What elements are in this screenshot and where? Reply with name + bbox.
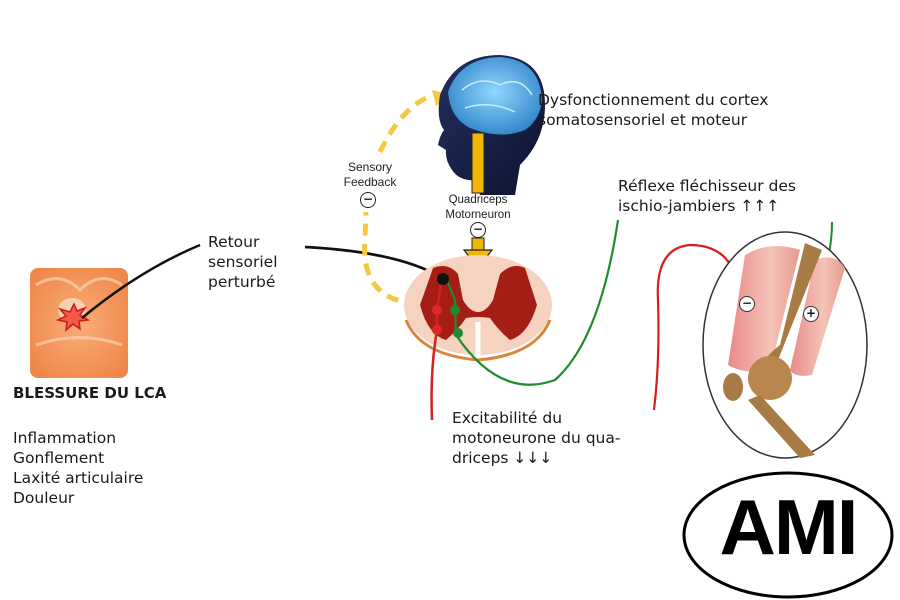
symptom-item: Douleur <box>13 489 75 507</box>
hamstring-reflex-label: Réflexe fléchisseur des ischio-jambiers … <box>618 177 797 215</box>
sensory-return-label: Retour sensoriel perturbé <box>208 233 278 291</box>
head-brain-image <box>438 55 545 195</box>
motor-pathway-bar <box>471 132 485 194</box>
injury-burst-icon <box>55 302 91 332</box>
knee-injury-image <box>30 268 128 378</box>
spinal-cord-image <box>404 255 552 362</box>
symptom-item: Inflammation <box>13 429 117 447</box>
ami-logo: AMI <box>683 470 893 600</box>
cortex-label: Dysfonctionnement du cortex somatosensor… <box>538 91 769 129</box>
symptom-item: Laxité articulaire <box>13 469 144 487</box>
sensory-afferent-line <box>81 243 201 319</box>
ami-oval <box>682 471 894 599</box>
sensory-feedback-arrow <box>362 211 419 307</box>
symptom-list: Inflammation Gonflement Laxité articulai… <box>13 428 143 508</box>
quadriceps-inhibitory-path <box>652 243 740 411</box>
knee-leg-image <box>702 231 868 459</box>
quadriceps-minus-icon: − <box>739 296 755 312</box>
sensory-feedback-arrow-top <box>377 94 430 154</box>
hamstring-plus-icon: + <box>803 306 819 322</box>
sensory-feedback-label: Sensory Feedback <box>343 160 397 189</box>
injury-title: BLESSURE DU LCA <box>13 384 167 402</box>
symptom-item: Gonflement <box>13 449 105 467</box>
sensory-neuron-node <box>437 273 449 285</box>
excitatory-path <box>444 219 620 386</box>
excitability-label: Excitabilité du motoneurone du qua- dric… <box>452 409 621 467</box>
motorneuron-minus-icon: − <box>470 222 486 238</box>
motor-pathway-bar-lower <box>471 237 485 251</box>
ami-text: AMI <box>719 483 859 571</box>
quadriceps-motorneuron-label: Quadriceps Motorneuron <box>445 194 511 221</box>
feedback-minus-icon: − <box>360 192 376 208</box>
